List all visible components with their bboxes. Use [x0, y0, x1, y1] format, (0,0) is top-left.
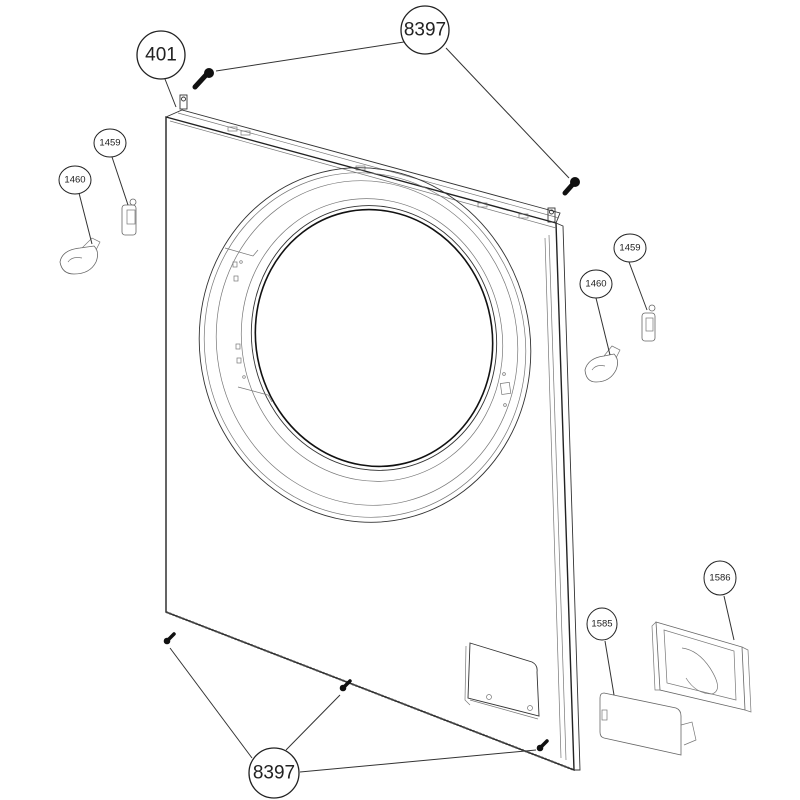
- screw-bottom-right: [536, 739, 549, 752]
- door-lock-aperture: [499, 372, 512, 407]
- callout-1585-label: 1585: [591, 619, 612, 630]
- callout-1460-left[interactable]: 1460: [58, 165, 92, 195]
- screw-top-right: [562, 177, 580, 196]
- ring-slots: [232, 260, 246, 379]
- filter-cover-door: [599, 692, 697, 756]
- callout-1459-right[interactable]: 1459: [613, 233, 647, 263]
- callout-1585[interactable]: 1585: [586, 607, 618, 641]
- callout-8397-top[interactable]: 8397: [400, 5, 450, 55]
- callout-1586[interactable]: 1586: [703, 560, 737, 596]
- filter-frame: [651, 621, 752, 713]
- hinge-tab-right: [547, 207, 556, 223]
- screw-bottom-left: [163, 632, 176, 645]
- hinge-clip-left: [121, 198, 137, 236]
- callout-401-label: 401: [145, 45, 177, 66]
- callout-1460-right[interactable]: 1460: [579, 269, 613, 299]
- hinge-clip-right: [641, 304, 656, 342]
- screw-top-left: [192, 68, 214, 90]
- callout-8397-bottom[interactable]: 8397: [248, 747, 300, 799]
- callout-1586-label: 1586: [709, 573, 730, 584]
- callout-1460-left-label: 1460: [64, 175, 85, 186]
- callout-1459-right-label: 1459: [619, 243, 640, 254]
- leader-lines: [78, 41, 735, 773]
- hinge-bracket-left: [59, 237, 101, 275]
- hinge-bracket-right: [584, 345, 621, 383]
- door-ring: [198, 167, 532, 523]
- callout-8397-top-label: 8397: [404, 20, 446, 41]
- callout-8397-bottom-label: 8397: [253, 763, 295, 784]
- screw-bottom-middle: [339, 679, 352, 692]
- hinge-tab-left: [179, 94, 188, 110]
- callout-1459-left[interactable]: 1459: [93, 128, 127, 158]
- callout-401[interactable]: 401: [136, 30, 186, 80]
- callout-1459-left-label: 1459: [99, 138, 120, 149]
- filter-opening: [464, 642, 540, 720]
- callout-1460-right-label: 1460: [585, 279, 606, 290]
